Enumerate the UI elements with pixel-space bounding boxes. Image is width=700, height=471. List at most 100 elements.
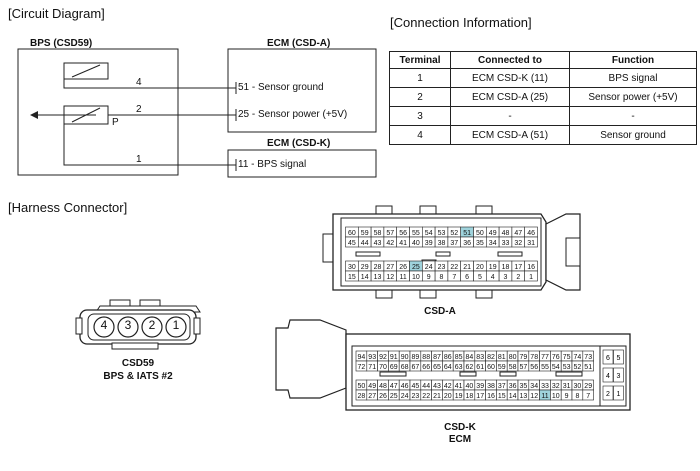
table-row: 4 ECM CSD-A (51) Sensor ground [389,125,697,145]
connector-pin-number: 56 [530,364,538,371]
connector-pin-number: 21 [463,264,471,271]
connector-pin-number: 85 [455,354,463,361]
connector-pin-number: 61 [476,364,484,371]
connector-pin-number: 27 [368,393,376,400]
connector-pin [602,349,614,365]
connector-pin-number: 26 [399,264,407,271]
connector-pin-number: 74 [574,354,582,361]
connector-pin-number: 23 [412,393,420,400]
connector-pin-number: 29 [361,264,369,271]
connector-pin-number: 36 [509,383,517,390]
connector-pin-number: 45 [412,383,420,390]
connector-pin-number: 31 [563,383,571,390]
connector-pin-number: 59 [361,230,369,237]
connector-pin-number: 69 [390,364,398,371]
connector-pin-number: 41 [399,240,407,247]
ecm-k-box [227,149,377,178]
csd59-pin-3 [117,316,139,338]
table-cell: BPS signal [569,68,697,88]
connector-pin-number: 25 [390,393,398,400]
connector-pin-number: 72 [358,364,366,371]
connector-pin-number: 11 [399,274,406,281]
connector-pin-number: 48 [379,383,387,390]
connector-pin-number: 75 [563,354,571,361]
connector-pin-number: 1 [617,391,621,398]
pin-p-label: P [112,117,119,128]
bps-box [17,48,179,176]
connector-pin-number: 30 [574,383,582,390]
connector-pin-number: 68 [401,364,409,371]
table-row: 3 - - [389,106,697,126]
csd59-pin-4 [93,316,115,338]
connector-pin-number: 93 [368,354,376,361]
connector-pin-number: 52 [450,230,458,237]
connector-pin-number: 47 [514,230,522,237]
connector-pin-number: 9 [565,393,569,400]
connection-table: Terminal Connected to Function 1 ECM CSD… [389,51,697,145]
bps-title: BPS (CSD59) [30,38,93,49]
table-header-row: Terminal Connected to Function [389,51,697,69]
connector-pin [613,349,624,365]
csd59-pin-label: 4 [100,318,108,332]
connector-pin-number: 35 [520,383,528,390]
connector-pin-number: 19 [455,393,463,400]
csd-k-sublabel: ECM [448,434,472,445]
connector-pin-number: 60 [487,364,495,371]
connector-pin-number: 38 [487,383,495,390]
connector-pin-number: 58 [509,364,517,371]
connector-pin-number: 54 [425,230,433,237]
connector-pin-number: 33 [502,240,510,247]
connector-pin-number: 28 [358,393,366,400]
connector-pin-number: 34 [530,383,538,390]
connector-pin-number: 3 [504,274,508,281]
connector-pin-number: 53 [563,364,571,371]
connector-pin-number: 12 [530,393,538,400]
connector-pin-number: 35 [476,240,484,247]
connector-pin-number: 81 [498,354,506,361]
connector-pin-number: 71 [368,364,376,371]
csd59-label: CSD59 [121,358,155,369]
connector-pin-number: 78 [530,354,538,361]
connector-pin-number: 3 [617,373,621,380]
connector-pin-number: 7 [586,393,590,400]
connector-pin-number: 24 [401,393,409,400]
connector-pin-number: 57 [520,364,528,371]
table-row: 1 ECM CSD-K (11) BPS signal [389,68,697,88]
connector-pin-number: 43 [374,240,382,247]
connector-pin-number: 28 [374,264,382,271]
connector-pin-number: 10 [552,393,560,400]
connector-pin-number: 91 [390,354,398,361]
connector-pin-number: 40 [466,383,474,390]
connector-pin-number: 5 [617,355,621,362]
connector-pin-number: 1 [529,274,533,281]
connector-pin-number: 20 [476,264,484,271]
connector-pin-number: 21 [433,393,441,400]
connector-pin-number: 64 [444,364,452,371]
connector-pin-number: 9 [427,274,431,281]
connector-pin-number: 41 [455,383,463,390]
connector-pin-number: 39 [476,383,484,390]
connector-pin-number: 53 [438,230,446,237]
connector-pin-number: 79 [520,354,528,361]
csd59-pin-1 [165,316,187,338]
connector-pin-number: 8 [440,274,444,281]
connector-pin-number: 2 [606,391,610,398]
connector-pin-number: 4 [491,274,495,281]
connector-pin-number: 22 [422,393,430,400]
connector-pin-number: 15 [348,274,356,281]
connector-pin-number: 18 [466,393,474,400]
connector-pin-number: 14 [361,274,369,281]
sensor-power-label: 25 - Sensor power (+5V) [238,109,348,120]
connector-pin-number: 13 [520,393,528,400]
connector-pin-number: 30 [348,264,356,271]
connector-pin-number: 51 [584,364,592,371]
connector-pin-number: 55 [541,364,549,371]
csd59-pin-label: 3 [124,318,132,332]
connector-pin-number: 80 [509,354,517,361]
connector-pin-number: 48 [502,230,510,237]
connector-pin-number: 89 [412,354,420,361]
csd59-pin-label: 1 [172,318,180,332]
wire-1-label: 1 [136,154,142,165]
